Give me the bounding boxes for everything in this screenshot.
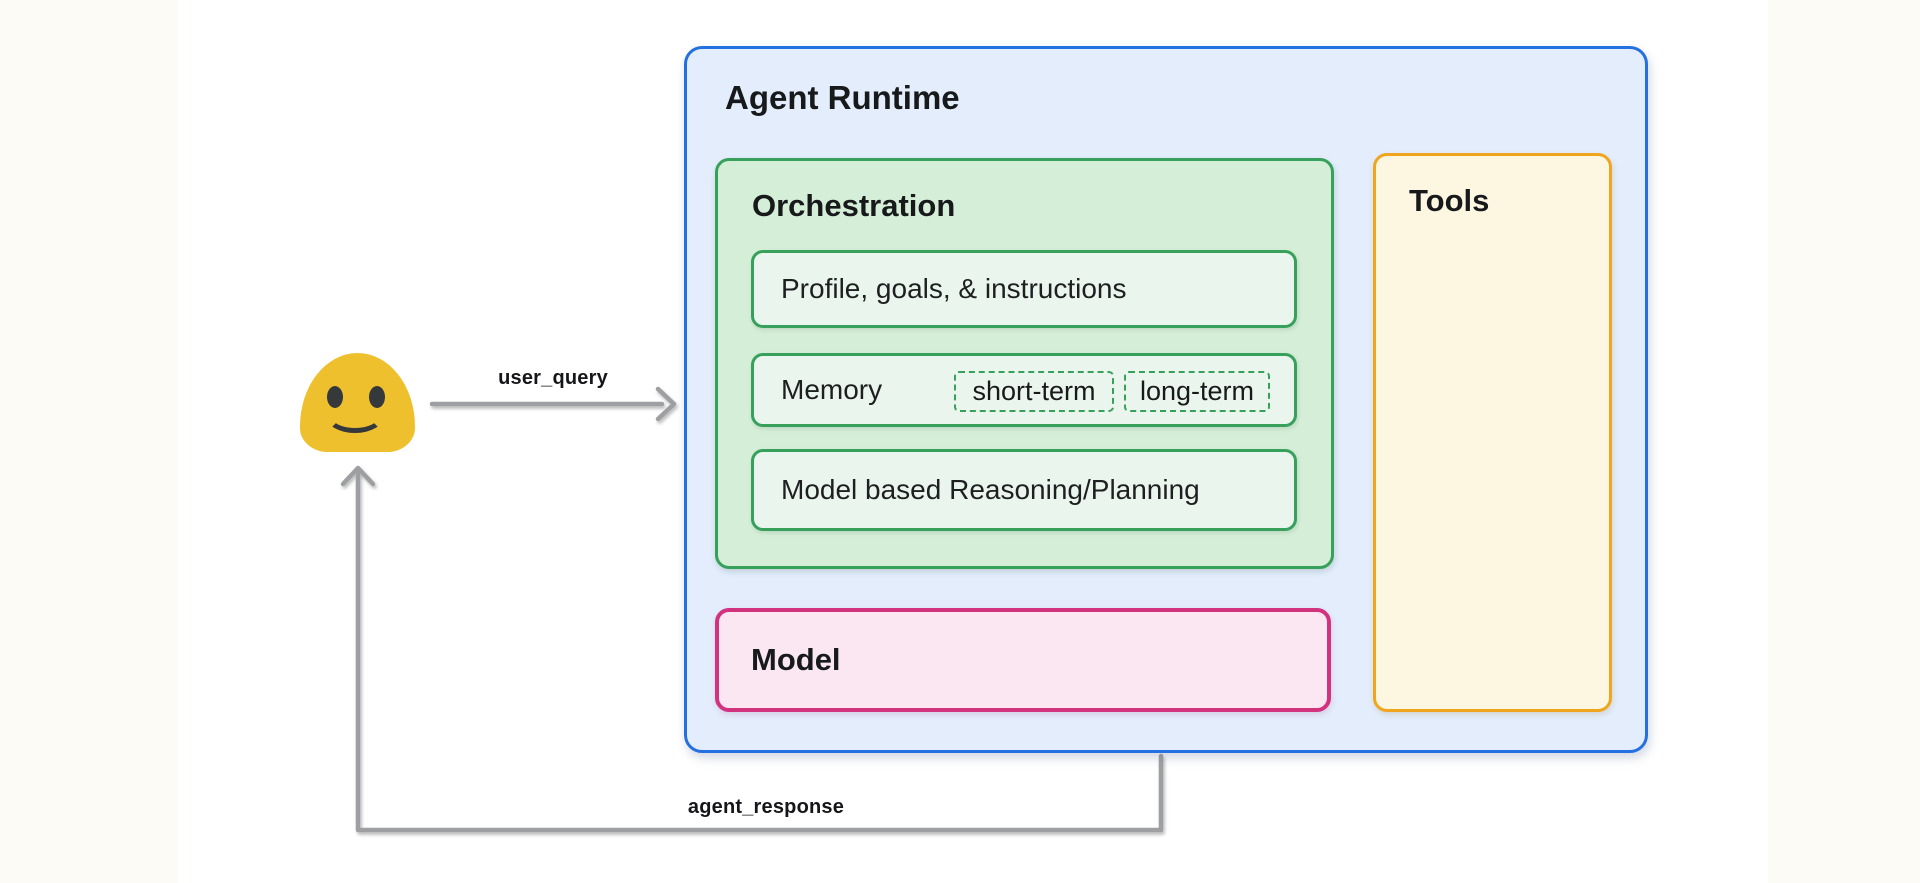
memory-label: Memory bbox=[781, 374, 883, 405]
user-emoji-smile bbox=[326, 399, 384, 433]
agent-response-label: agent_response bbox=[687, 796, 845, 818]
long-term-memory-chip: long-term bbox=[1124, 371, 1270, 412]
tools-box: Tools bbox=[1373, 153, 1612, 712]
long-term-chip-label: long-term bbox=[1139, 376, 1255, 406]
memory-box: Memory short-term long-term bbox=[751, 353, 1297, 427]
agent-runtime-title: Agent Runtime bbox=[725, 79, 960, 116]
user-emoji-icon bbox=[300, 353, 415, 452]
user-query-arrowhead bbox=[655, 386, 677, 422]
user-query-arrow bbox=[429, 386, 677, 422]
model-title: Model bbox=[751, 642, 841, 677]
agent-response-arrowhead bbox=[340, 465, 376, 487]
user-query-label: user_query bbox=[498, 367, 608, 389]
background-strip-right bbox=[1768, 0, 1920, 883]
model-box: Model bbox=[715, 608, 1331, 712]
profile-goals-instructions-box: Profile, goals, & instructions bbox=[751, 250, 1297, 328]
short-term-chip-label: short-term bbox=[972, 376, 1096, 406]
background-strip-left bbox=[0, 0, 178, 883]
profile-goals-instructions-label: Profile, goals, & instructions bbox=[781, 273, 1127, 304]
short-term-memory-chip: short-term bbox=[954, 371, 1114, 412]
orchestration-title: Orchestration bbox=[752, 188, 956, 223]
orchestration-box: Orchestration Profile, goals, & instruct… bbox=[715, 158, 1334, 569]
model-based-reasoning-planning-label: Model based Reasoning/Planning bbox=[781, 474, 1200, 505]
agent-runtime-box: Agent Runtime Orchestration Profile, goa… bbox=[684, 46, 1648, 753]
tools-title: Tools bbox=[1409, 183, 1490, 218]
model-based-reasoning-planning-box: Model based Reasoning/Planning bbox=[751, 449, 1297, 531]
